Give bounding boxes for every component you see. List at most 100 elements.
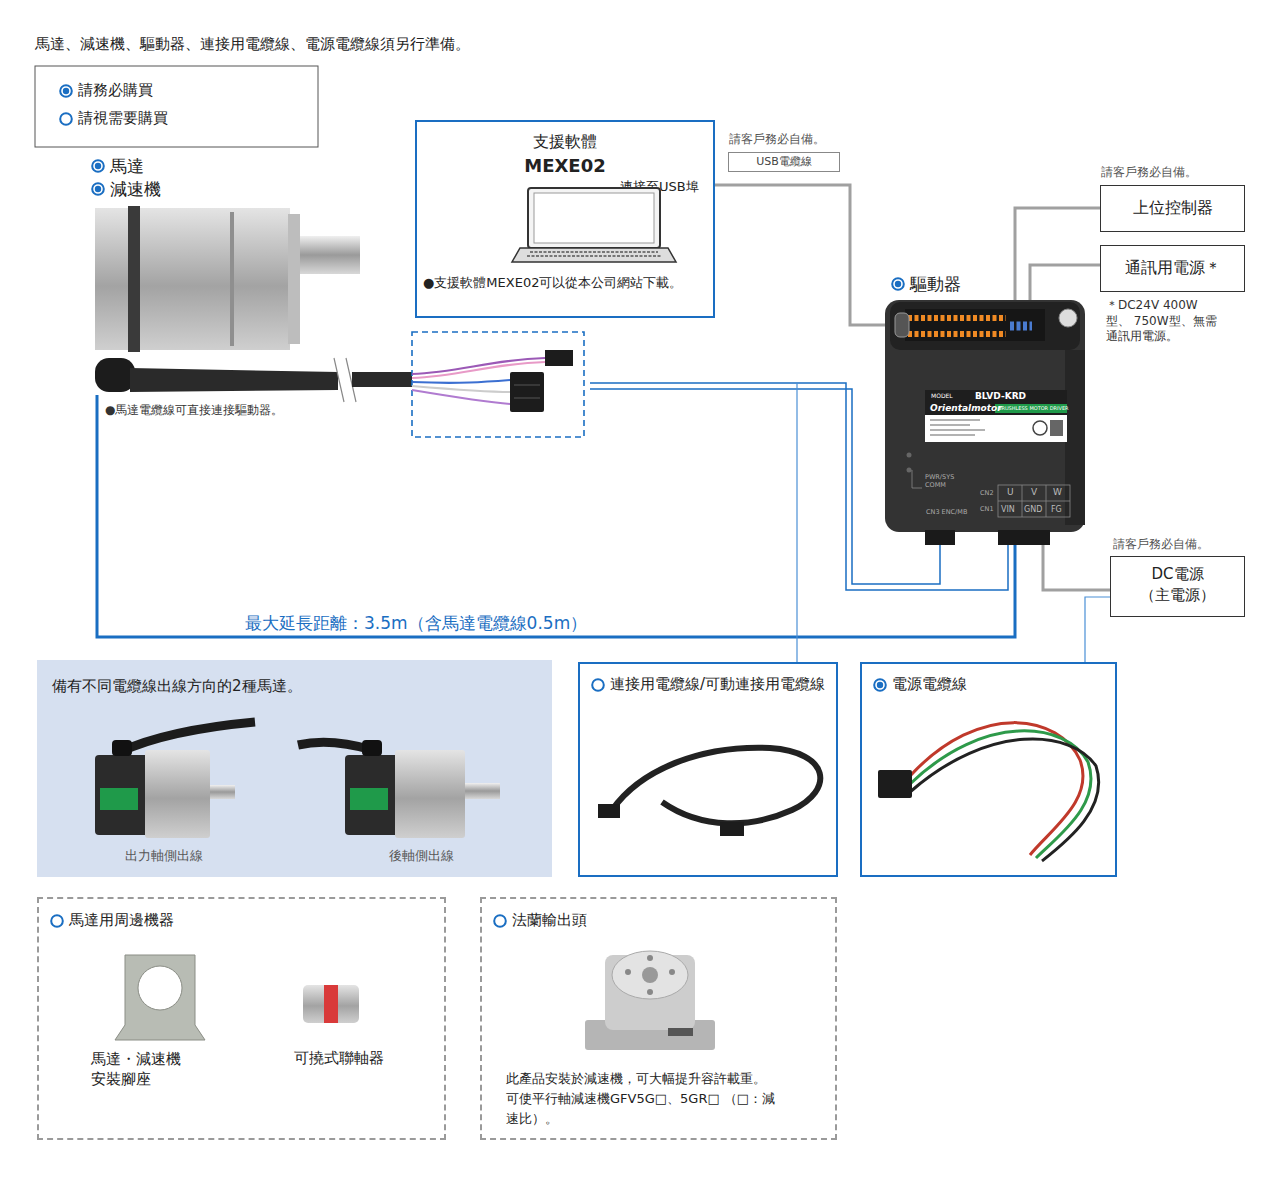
box-title: 連接用電纜線/可動連接用電纜線 (610, 675, 825, 695)
part-label: BRUSHLESS MOTOR DRIVER (998, 405, 1069, 412)
gearhead-seam (230, 212, 234, 346)
output-shaft (210, 785, 235, 799)
coupling-spider (324, 985, 338, 1023)
flange-hole (625, 969, 631, 975)
legend-text: 請務必購買 (78, 81, 153, 101)
part-label: COMM (925, 481, 946, 489)
power-wire (910, 739, 1099, 861)
cable-break-mark (334, 358, 356, 402)
bracket-hole (138, 966, 182, 1010)
edge-label: 最大延長距離：3.5m（含馬達電纜線0.5m） (245, 612, 587, 634)
component-box: 電源電纜線 (860, 662, 1117, 877)
part-label: FG (1051, 505, 1062, 515)
laptop-lid (528, 188, 660, 248)
motor-clamp (128, 206, 140, 352)
cable-connector (598, 804, 620, 818)
part-label: CN1 (980, 505, 994, 513)
gearhead (145, 750, 210, 838)
connector-line (1015, 208, 1100, 300)
motor-cable (352, 372, 412, 387)
box-text: 此產品安裝於減速機，可大幅提升容許載重。 可使平行軸減速機GFV5G□、5GR□… (506, 1069, 778, 1129)
power-connector (510, 372, 544, 412)
mark-dot (95, 186, 101, 192)
component-box: 法蘭輸出頭此產品安裝於減速機，可大幅提升容許載重。 可使平行軸減速機GFV5G□… (480, 897, 837, 1140)
flange-nameplate (668, 1028, 693, 1036)
power-connector (878, 770, 912, 798)
terminal-grid (998, 485, 1070, 517)
driver-body (885, 300, 1085, 532)
part-label: MODEL (931, 392, 953, 400)
terminal-pins (908, 315, 1006, 321)
motor-body (345, 755, 400, 835)
box-title: 請客戶務必自備。 (1101, 165, 1197, 181)
connector-line (715, 185, 885, 325)
component-box: 請客戶務必自備。USB電纜線 (728, 152, 840, 172)
required-mark (891, 277, 905, 291)
cable-route-line (590, 383, 1008, 590)
gearhead-face (288, 214, 300, 344)
component-box: 支援軟體MEXE02連接至USB埠●支援軟體MEXE02可以從本公司網站下載。 (415, 120, 715, 318)
flexible-coupling (303, 985, 359, 1023)
cable-head (95, 358, 135, 392)
driver-side (1065, 350, 1085, 525)
wire (412, 390, 510, 404)
cable-connector (720, 822, 744, 836)
motor-body (95, 208, 290, 350)
motor-label (350, 788, 388, 810)
laptop-screen (534, 193, 654, 243)
box-text: 上位控制器 (1101, 198, 1244, 219)
box-text: USB電纜線 (729, 155, 839, 169)
part-label: U (1007, 487, 1014, 499)
terminal-block (905, 309, 1045, 341)
box-title: 通訊用電源＊ (1101, 258, 1244, 279)
box-title: 電源電纜線 (892, 675, 967, 695)
required-mark (91, 159, 105, 173)
wire (412, 362, 545, 378)
component-box: 馬達用周邊機器馬達・減速機 安裝腳座可撓式聯軸器 (37, 897, 446, 1140)
box-title: 驅動器 (910, 273, 961, 295)
box-title: 請客戶務必自備。 (1113, 537, 1209, 553)
cable-clamp (362, 740, 382, 756)
flange-center (642, 967, 658, 983)
optional-mark (59, 112, 73, 126)
status-led (907, 453, 912, 458)
fine-print (930, 420, 985, 435)
terminal-pins (1010, 322, 1032, 331)
component-box: 驅動器 (885, 300, 1085, 530)
driver-top (890, 302, 1080, 350)
flange-body (605, 955, 695, 1030)
flange-hole (647, 955, 653, 961)
status-led (907, 468, 912, 473)
cn1-connector (998, 530, 1050, 545)
wire (412, 358, 545, 374)
mark-ring (92, 183, 104, 195)
component-box: 通訊用電源＊＊DC24V 400W型、 750W型、無需 通訊用電源。 (1100, 245, 1245, 292)
connector-highlight-box (412, 332, 584, 437)
power-wire (910, 731, 1091, 858)
mark-ring (892, 278, 904, 290)
box-title: 馬達 (110, 155, 144, 177)
component-box: 連接用電纜線/可動連接用電纜線 (578, 662, 838, 877)
part-label: CN2 (980, 489, 994, 497)
part-label: V (1031, 487, 1037, 499)
motor-label (100, 788, 138, 810)
mounting-hole (1059, 309, 1077, 327)
component-box: 馬達減速機●馬達電纜線可直接連接驅動器。 (85, 155, 375, 395)
page-title: 馬達、減速機、驅動器、連接用電纜線、電源電纜線須另行準備。 (35, 35, 470, 55)
mark-ring (874, 679, 886, 691)
box-text: DC電源 （主電源） (1138, 564, 1217, 606)
box-text: ＊DC24V 400W型、 750W型、無需 通訊用電源。 (1106, 298, 1218, 345)
box-text: 馬達・減速機 安裝腳座 (91, 1049, 191, 1090)
laptop-keyboard (527, 252, 661, 256)
required-mark (59, 84, 73, 98)
motor-cable (130, 368, 338, 392)
label-plate-header (925, 390, 1067, 415)
box-title: 請客戶務必自備。 (729, 132, 825, 148)
part-label: Orientalmotor (930, 403, 1002, 415)
connector-detail (514, 385, 540, 398)
leader-line (1085, 597, 1110, 662)
part-label: W (1053, 487, 1062, 499)
